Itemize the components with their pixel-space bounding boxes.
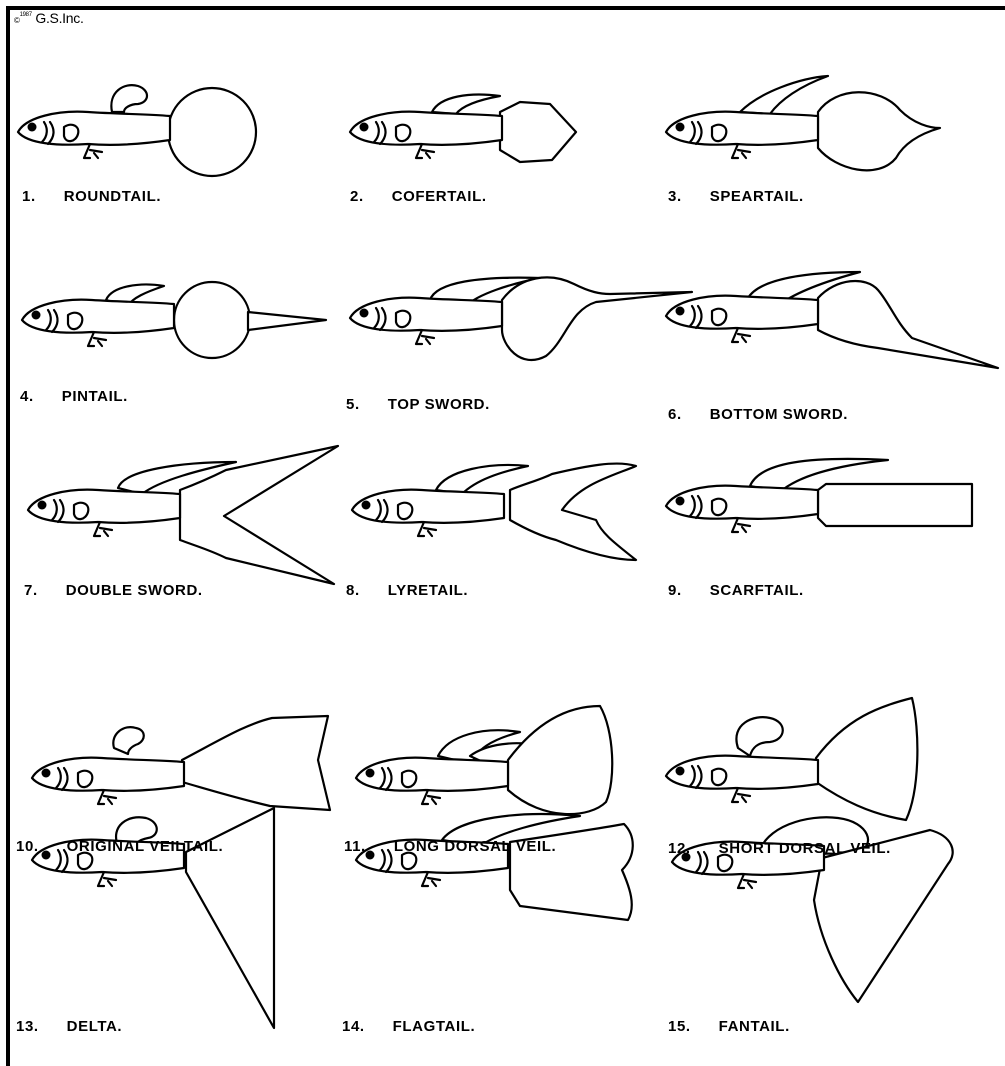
caption-14: 14. FLAGTAIL.	[342, 1018, 475, 1035]
caption-name: ROUNDTAIL.	[64, 188, 161, 205]
fish-cofertail	[350, 95, 576, 162]
caption-number: 11.	[344, 838, 366, 855]
caption-number: 10.	[16, 838, 39, 855]
caption-3: 3. SPEARTAIL.	[668, 188, 804, 205]
caption-name: FLAGTAIL.	[393, 1018, 476, 1035]
caption-number: 5.	[346, 396, 360, 413]
caption-number: 3.	[668, 188, 682, 205]
caption-name: FANTAIL.	[719, 1018, 790, 1035]
fish-original-veiltail	[32, 716, 330, 810]
caption-number: 6.	[668, 406, 682, 423]
caption-number: 13.	[16, 1018, 39, 1035]
fish-flagtail	[356, 814, 633, 920]
caption-12: 12. SHORT DORSAL VEIL.	[668, 840, 891, 857]
caption-11: 11. LONG DORSAL VEIL.	[344, 838, 556, 855]
caption-number: 4.	[20, 388, 34, 405]
fish-double-sword	[28, 446, 338, 584]
caption-5: 5. TOP SWORD.	[346, 396, 490, 413]
caption-name: DOUBLE SWORD.	[66, 582, 203, 599]
caption-name: LYRETAIL.	[388, 582, 468, 599]
caption-number: 1.	[22, 188, 36, 205]
fish-short-dorsal-veil	[666, 698, 917, 820]
caption-name: SHORT DORSAL VEIL.	[719, 840, 891, 857]
caption-number: 9.	[668, 582, 682, 599]
caption-15: 15. FANTAIL.	[668, 1018, 790, 1035]
fish-pintail	[22, 282, 326, 358]
caption-name: ORIGINAL VEILTAIL.	[67, 838, 224, 855]
caption-name: COFERTAIL.	[392, 188, 487, 205]
caption-number: 7.	[24, 582, 38, 599]
fish-long-dorsal-veil	[356, 706, 612, 814]
caption-number: 15.	[668, 1018, 691, 1035]
caption-number: 12.	[668, 840, 691, 857]
fish-roundtail	[18, 85, 256, 176]
fish-top-sword	[350, 277, 692, 360]
caption-8: 8. LYRETAIL.	[346, 582, 468, 599]
caption-number: 2.	[350, 188, 364, 205]
caption-10: 10. ORIGINAL VEILTAIL.	[16, 838, 223, 855]
caption-2: 2. COFERTAIL.	[350, 188, 487, 205]
fish-speartail	[666, 76, 940, 170]
caption-name: LONG DORSAL VEIL.	[394, 838, 556, 855]
caption-name: BOTTOM SWORD.	[710, 406, 848, 423]
fish-bottom-sword	[666, 272, 998, 368]
caption-9: 9. SCARFTAIL.	[668, 582, 804, 599]
fish-scarftail	[666, 459, 972, 532]
caption-name: DELTA.	[67, 1018, 123, 1035]
caption-number: 14.	[342, 1018, 365, 1035]
caption-1: 1. ROUNDTAIL.	[22, 188, 161, 205]
caption-name: SPEARTAIL.	[710, 188, 804, 205]
caption-name: TOP SWORD.	[388, 396, 490, 413]
caption-name: SCARFTAIL.	[710, 582, 804, 599]
caption-7: 7. DOUBLE SWORD.	[24, 582, 203, 599]
fish-lyretail	[352, 464, 636, 560]
caption-13: 13. DELTA.	[16, 1018, 122, 1035]
caption-6: 6. BOTTOM SWORD.	[668, 406, 848, 423]
caption-number: 8.	[346, 582, 360, 599]
caption-name: PINTAIL.	[62, 388, 128, 405]
caption-4: 4. PINTAIL.	[20, 388, 128, 405]
